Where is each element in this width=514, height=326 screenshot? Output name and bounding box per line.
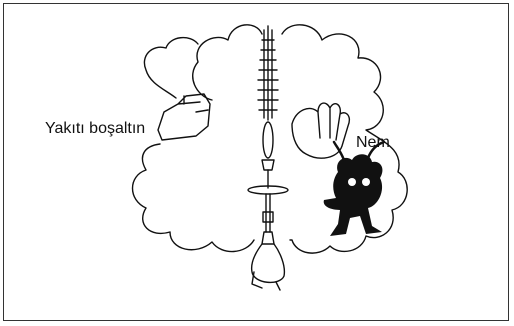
drain-fuel-label: Yakıtı boşaltın bbox=[45, 120, 145, 138]
hand-stop-icon bbox=[292, 103, 349, 158]
fuel-can-icon bbox=[158, 94, 210, 140]
hedge-trimmer-tool bbox=[248, 26, 288, 290]
moisture-label: Nem bbox=[356, 134, 390, 152]
